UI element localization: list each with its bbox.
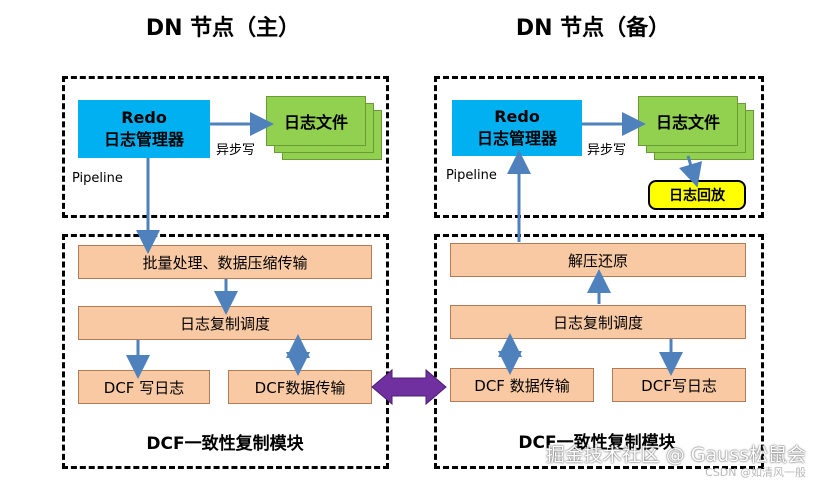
standby-async-write-label: 异步写 — [587, 143, 627, 158]
redo-manager-label: 日志管理器 — [103, 130, 184, 149]
primary-standby-link-arrow — [371, 368, 447, 406]
primary-async-write-label: 异步写 — [216, 143, 256, 158]
dcf-write-log-label: DCF 写日志 — [103, 378, 185, 397]
replication-schedule-label: 日志复制调度 — [552, 313, 643, 332]
primary-log-file-stack: 日志文件 — [266, 96, 386, 166]
log-replay-label: 日志回放 — [669, 188, 725, 204]
primary-pipeline-label: Pipeline — [72, 171, 123, 186]
primary-dcf-write-log-box: DCF 写日志 — [78, 370, 210, 404]
dcf-write-log-label: DCF写日志 — [641, 376, 717, 395]
dcf-data-transfer-label: DCF数据传输 — [254, 378, 346, 397]
watermark-main: 掘金技术社区 @ Gauss松鼠会 — [545, 444, 806, 466]
batch-compress-label: 批量处理、数据压缩传输 — [142, 253, 308, 272]
log-file-to-replay-arrow — [679, 155, 703, 188]
log-file-sheet-front: 日志文件 — [638, 96, 738, 146]
standby-redo-log-manager: Redo 日志管理器 — [452, 100, 582, 156]
redo-label: Redo — [494, 107, 540, 126]
log-file-label: 日志文件 — [283, 113, 348, 132]
primary-node-title: DN 节点（主） — [145, 16, 301, 41]
standby-dcf-data-transfer-box: DCF 数据传输 — [450, 368, 594, 402]
watermark-sub: CSDN @如清风一般 — [705, 466, 806, 479]
standby-dcf-module-label: DCF一致性复制模块 — [518, 433, 676, 453]
primary-dcf-module-label: DCF一致性复制模块 — [146, 434, 304, 454]
redo-manager-label: 日志管理器 — [476, 129, 557, 148]
primary-upper-box — [62, 76, 389, 218]
log-file-label: 日志文件 — [655, 113, 720, 132]
standby-node-title: DN 节点（备） — [515, 16, 671, 41]
primary-batch-compress-box: 批量处理、数据压缩传输 — [78, 245, 372, 279]
decompress-label: 解压还原 — [567, 251, 628, 270]
dcf-data-transfer-label: DCF 数据传输 — [474, 376, 570, 395]
replication-schedule-label: 日志复制调度 — [179, 314, 270, 333]
primary-dcf-module-box — [62, 234, 389, 469]
standby-pipeline-label: Pipeline — [446, 168, 497, 183]
standby-dcf-module-box — [434, 234, 764, 469]
primary-redo-log-manager: Redo 日志管理器 — [78, 100, 210, 158]
redo-label: Redo — [121, 108, 167, 127]
primary-dcf-data-transfer-box: DCF数据传输 — [228, 370, 372, 404]
standby-upper-box — [434, 76, 764, 218]
standby-log-file-stack: 日志文件 — [638, 96, 758, 166]
